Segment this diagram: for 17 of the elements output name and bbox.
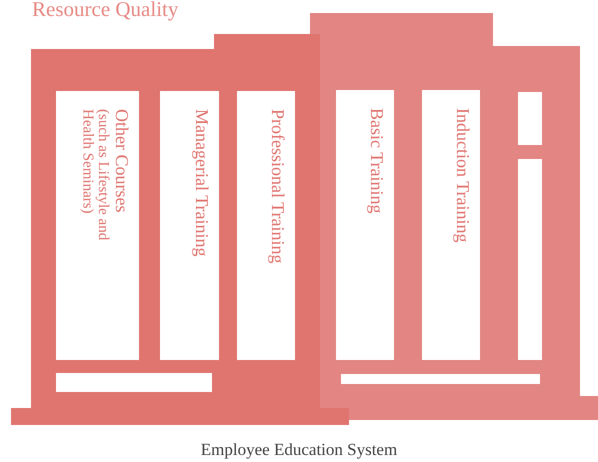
shelf-slot bbox=[341, 374, 540, 384]
spine-label: (such as Lifestyle and Health Seminars) bbox=[78, 109, 110, 242]
book-spine-panel bbox=[56, 91, 139, 360]
spine-label: Managerial Training bbox=[192, 109, 211, 256]
spine-label: Basic Training bbox=[367, 108, 386, 214]
spine-label: Other Courses bbox=[112, 109, 131, 212]
book-spine-panel bbox=[336, 90, 394, 360]
shelf-slot bbox=[56, 373, 212, 392]
book-spine-panel bbox=[422, 90, 480, 360]
book-spine-panel bbox=[160, 91, 219, 360]
spine-label: Induction Training bbox=[453, 108, 472, 243]
diagram-title: Resource Quality bbox=[32, 0, 178, 22]
spine-label: Professional Training bbox=[268, 109, 287, 264]
blank-panel bbox=[518, 159, 542, 360]
diagram-caption: Employee Education System bbox=[200, 440, 398, 460]
book-spine-panel bbox=[237, 91, 295, 360]
blank-panel bbox=[518, 92, 542, 145]
